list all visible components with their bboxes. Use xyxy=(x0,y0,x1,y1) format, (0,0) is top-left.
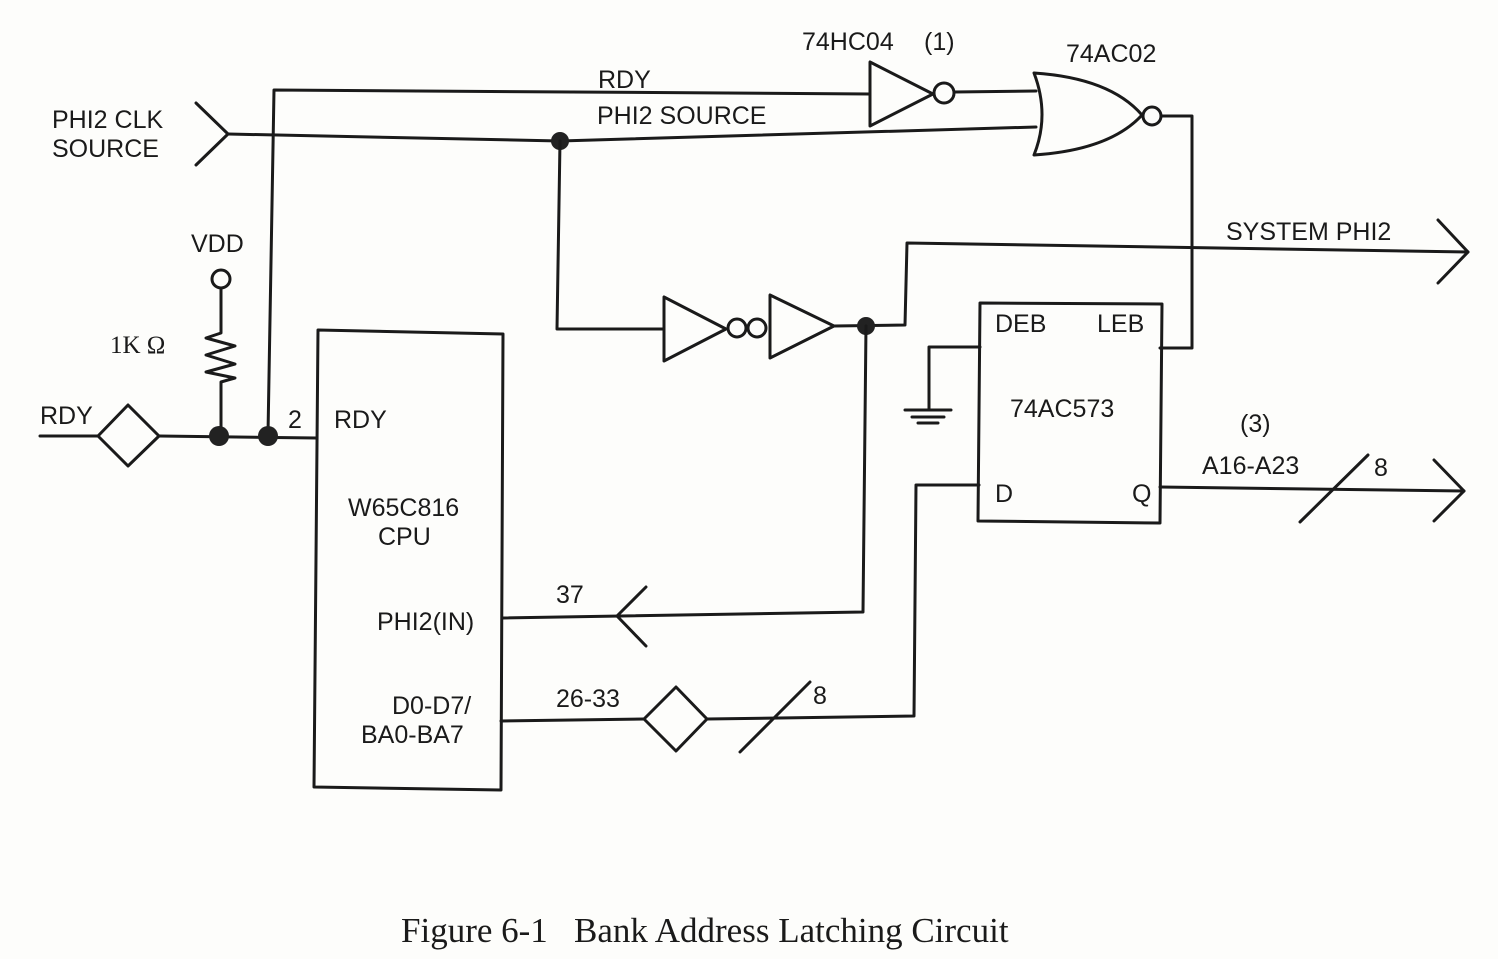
junction-rdy-feedback xyxy=(258,426,278,446)
data-bus-bidir-connector xyxy=(642,685,709,753)
cpu-pin-data-label-2: BA0-BA7 xyxy=(361,721,464,749)
cpu-pin-rdy-number: 2 xyxy=(288,406,302,434)
rdy-bidir-connector xyxy=(96,403,161,468)
double-inverter-buffer xyxy=(662,293,836,363)
phi2-clk-source-label-2: SOURCE xyxy=(52,135,159,163)
vdd-terminal xyxy=(210,268,232,290)
inverter-note-label: (1) xyxy=(924,28,955,56)
latch-pin-deb-label: DEB xyxy=(995,310,1046,338)
ground-icon xyxy=(903,408,953,425)
bus-width-out-label: 8 xyxy=(1374,454,1388,482)
nor-gate-74ac02 xyxy=(1032,71,1163,157)
bank-address-connector xyxy=(1432,458,1466,523)
bus-slash-in xyxy=(738,680,812,754)
buffer-output-wire xyxy=(832,241,1470,328)
rdy-feedback-wire xyxy=(266,88,872,436)
rdy-to-cpu-wire xyxy=(157,434,318,440)
cpu-name-label: W65C816 xyxy=(348,494,459,522)
cpu-box xyxy=(312,328,505,792)
deb-ground-wire xyxy=(927,345,982,412)
inverter-to-nor-wire xyxy=(952,89,1038,94)
cpu-pin-phi2-label: PHI2(IN) xyxy=(377,608,474,636)
phi2-clk-source-connector xyxy=(194,101,230,167)
inverter-part-label: 74HC04 xyxy=(802,28,894,56)
phi2-in-connector xyxy=(615,585,648,648)
resistor-1k xyxy=(204,286,237,436)
cpu-pin-rdy-label: RDY xyxy=(334,406,387,434)
data-bus-wire xyxy=(499,717,646,723)
bank-address-bus-wire xyxy=(1158,485,1466,493)
phi2-to-cpu-wire xyxy=(501,324,868,620)
bus-slash-out xyxy=(1298,453,1370,524)
junction-resistor xyxy=(209,426,229,446)
latch-part-label: 74AC573 xyxy=(1010,395,1114,423)
latch-pin-leb-label: LEB xyxy=(1097,310,1144,338)
data-bus-to-latch-wire xyxy=(705,483,981,721)
bank-address-note: (3) xyxy=(1240,410,1271,438)
resistor-label: 1K Ω xyxy=(110,332,165,359)
latch-pin-d-label: D xyxy=(995,480,1013,508)
phi2-clk-source-label-1: PHI2 CLK xyxy=(52,106,163,134)
bank-address-label: A16-A23 xyxy=(1202,452,1299,480)
cpu-pin-data-number: 26-33 xyxy=(556,685,620,713)
figure-caption: Figure 6-1 Bank Address Latching Circuit xyxy=(401,911,1009,950)
cpu-pin-data-label-1: D0-D7/ xyxy=(392,692,471,720)
latch-box xyxy=(976,301,1164,525)
bus-width-in-label: 8 xyxy=(813,682,827,710)
inverter-74hc04 xyxy=(868,60,956,128)
cpu-pin-phi2-number: 37 xyxy=(556,581,584,609)
phi2-source-net-label: PHI2 SOURCE xyxy=(597,102,766,130)
system-phi2-connector xyxy=(1436,218,1470,285)
nor-part-label: 74AC02 xyxy=(1066,40,1156,68)
rdy-net-label: RDY xyxy=(598,66,651,94)
latch-pin-q-label: Q xyxy=(1132,480,1151,508)
rdy-input-label: RDY xyxy=(40,402,93,430)
nor-to-leb-wire xyxy=(1158,114,1194,350)
phi2-to-buffer-wire xyxy=(555,139,666,331)
cpu-type-label: CPU xyxy=(378,523,431,551)
system-phi2-label: SYSTEM PHI2 xyxy=(1226,218,1391,246)
vdd-label: VDD xyxy=(191,230,244,258)
